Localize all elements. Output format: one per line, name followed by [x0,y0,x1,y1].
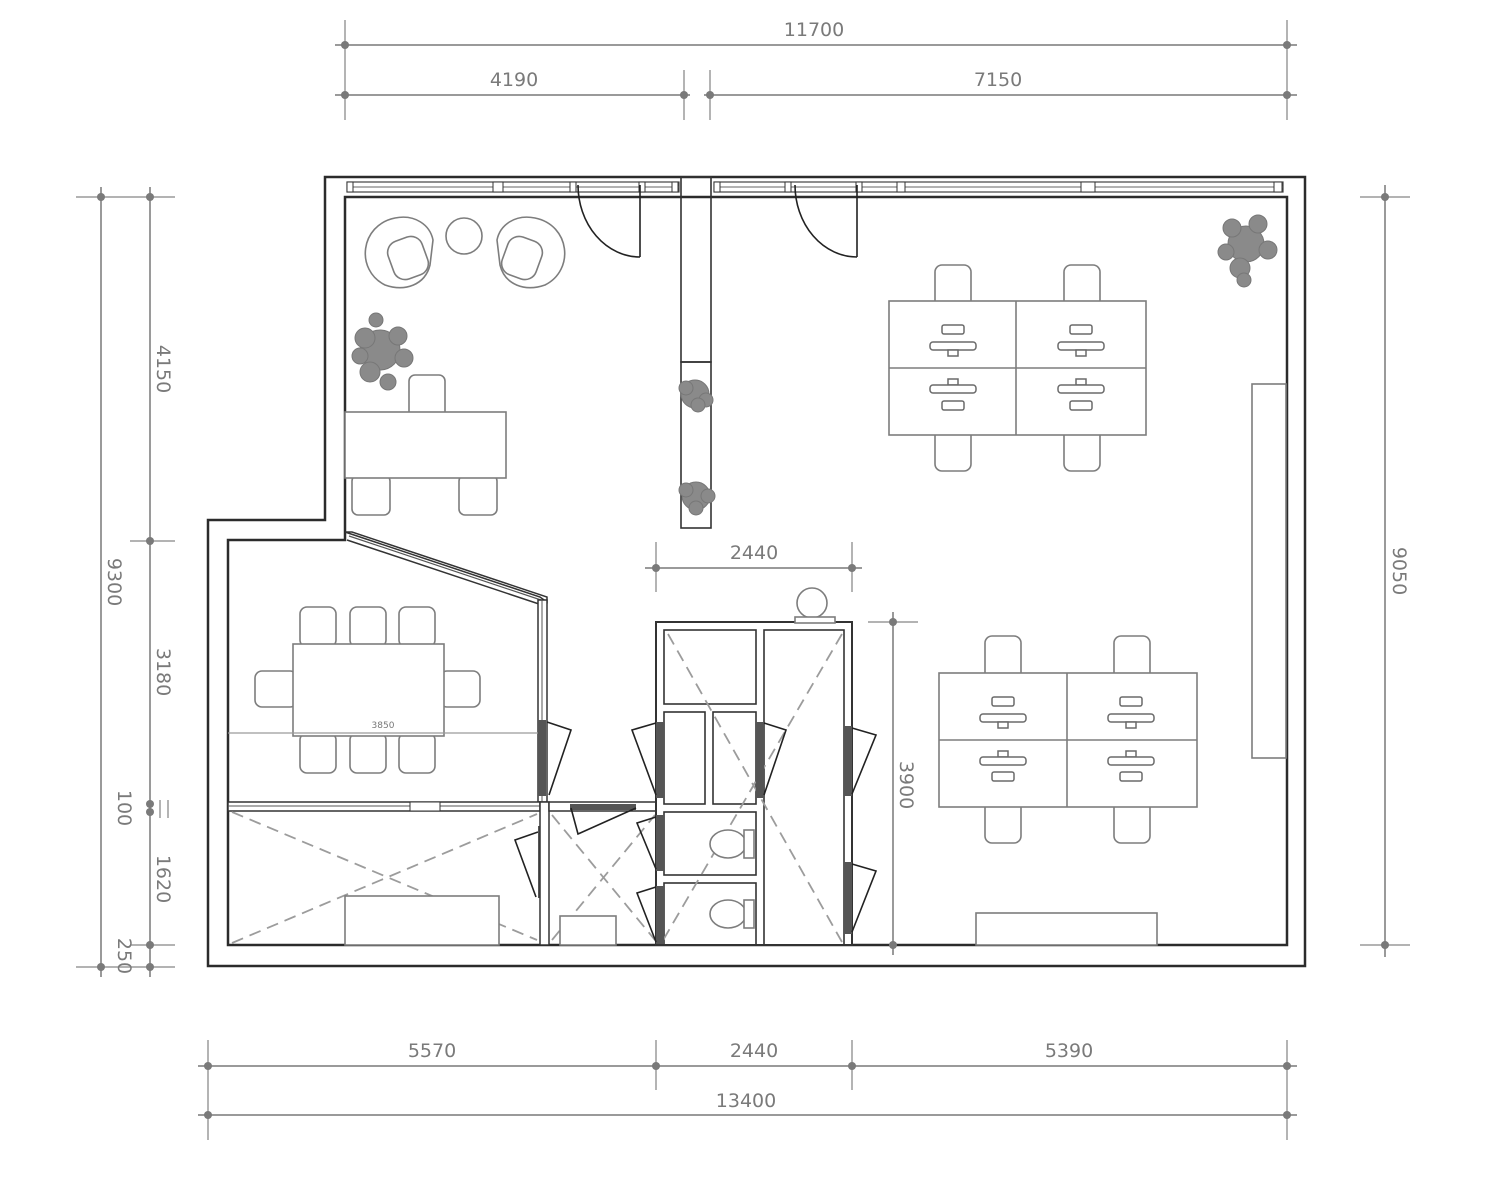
door-icon [630,722,664,798]
wc-block: 2440 3900 [630,542,918,955]
door-icon [577,184,641,258]
dim-top-segment-1: 4190 [490,69,538,91]
plant-icon [1217,214,1278,288]
dim-right-overall: 9050 [1388,547,1410,595]
armchair-icon [496,216,566,289]
outer-walls [206,175,1307,968]
low-cabinet [975,912,1158,946]
dim-wc-width: 2440 [730,542,778,564]
dim-bottom-segment-1: 5570 [408,1040,456,1062]
dim-bottom-segment-3: 5390 [1045,1040,1093,1062]
dim-bottom-overall: 13400 [716,1090,776,1112]
door-icon [635,815,664,871]
storage-cabinet [1251,383,1287,759]
dim-left-segment-5: 250 [113,938,135,974]
door-icon [635,886,664,944]
dim-meeting-table: 3850 [372,721,395,731]
dim-left-segment-1: 4150 [152,345,174,393]
dim-top-overall: 11700 [784,19,844,41]
toilet-icon [709,829,755,859]
side-table [445,217,483,255]
door-icon [756,722,788,798]
top-dimensions: 11700 4190 7150 [335,19,1297,120]
left-dimensions: 9300 4150 3180 100 1620 250 [76,187,175,977]
small-storage [539,801,660,946]
meeting-table [292,643,445,737]
reception-area [344,216,566,516]
right-dimensions: 9050 [1360,185,1410,957]
chair [458,474,498,516]
dim-left-segment-4: 1620 [152,855,174,903]
toilet-icon [709,899,755,929]
plant-icon [678,481,716,516]
armchair-icon [364,216,434,289]
dim-wc-height: 3900 [895,761,917,809]
door-icon [844,862,878,934]
dim-top-segment-2: 7150 [974,69,1022,91]
water-cooler-icon [794,587,836,624]
door-icon [844,726,878,796]
entrance-doors [577,184,858,258]
bottom-dimensions: 5570 2440 5390 13400 [198,1040,1297,1140]
plant-icon [351,312,414,391]
interior-partition [678,176,716,529]
storage-room [227,801,546,946]
door-icon [538,720,573,796]
chair [351,474,391,516]
workstation-cluster-1 [888,264,1147,472]
dim-left-segment-2: 3180 [152,648,174,696]
shelf [559,915,617,946]
door-icon [794,184,858,258]
workstation-cluster-2 [938,635,1198,844]
reception-desk [344,411,507,479]
dim-left-segment-3: 100 [113,790,135,826]
plant-icon [678,379,714,413]
dim-bottom-segment-2: 2440 [730,1040,778,1062]
dim-left-overall: 9300 [103,558,125,606]
meeting-room: 3850 [228,531,573,803]
shelf-unit [344,895,500,946]
